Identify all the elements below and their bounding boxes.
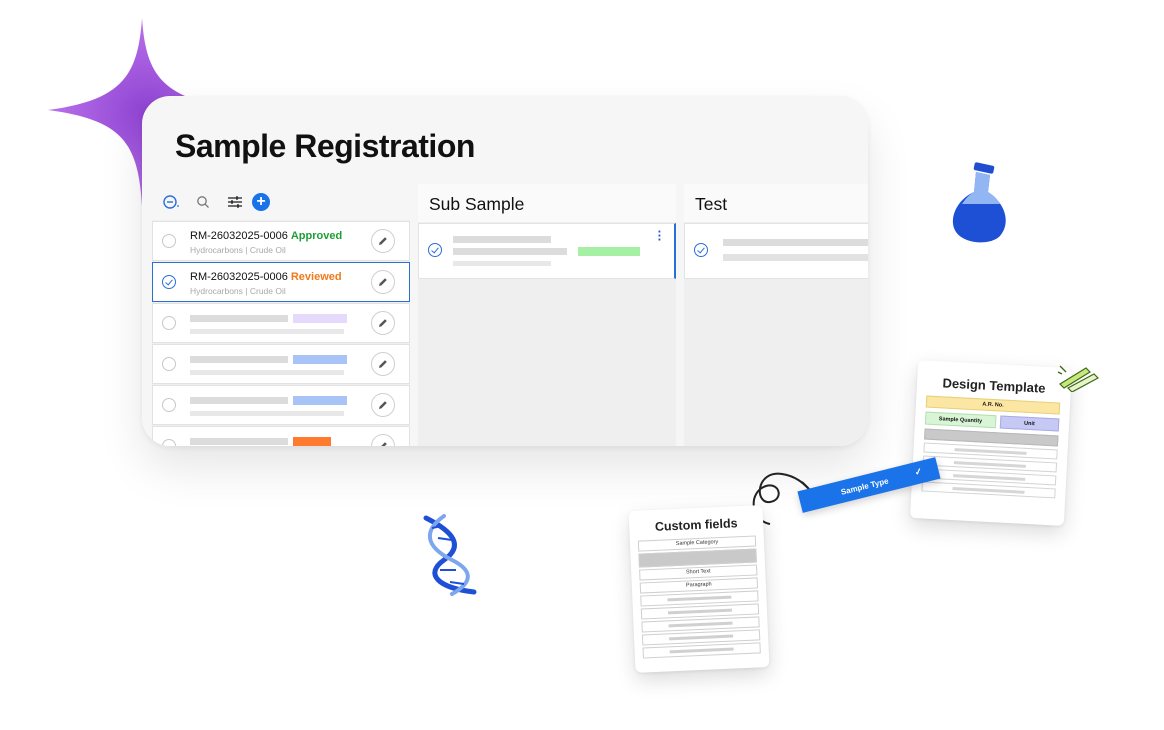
placeholder-line: [453, 261, 551, 266]
row-radio[interactable]: [162, 234, 176, 248]
sample-quantity-field: Sample Quantity: [924, 411, 997, 429]
sub-sample-column: Sub Sample ···: [418, 184, 676, 446]
edit-button[interactable]: [371, 229, 395, 253]
sub-sample-header: Sub Sample: [418, 184, 676, 222]
placeholder-tag: [293, 396, 347, 405]
dna-icon: [423, 514, 477, 596]
pencil-icon: [379, 401, 387, 409]
status-badge: Reviewed: [290, 271, 342, 283]
custom-fields-title: Custom fields: [654, 516, 738, 534]
edit-button[interactable]: [371, 311, 395, 335]
placeholder-line: [723, 254, 868, 261]
row-id: RM-26032025-0006: [190, 271, 288, 283]
check-icon: ✓: [913, 465, 924, 478]
placeholder-line: [453, 236, 551, 243]
custom-fields-card: Custom fields Sample Category Short Text…: [628, 505, 770, 673]
more-options-icon[interactable]: ···: [657, 224, 662, 247]
row-radio[interactable]: [162, 357, 176, 371]
placeholder-line: [190, 397, 288, 404]
design-template-title: Design Template: [942, 375, 1046, 396]
placeholder-line: [190, 438, 288, 445]
placeholder-tag: [293, 314, 347, 323]
collapse-icon[interactable]: [162, 193, 180, 211]
field-placeholder: [642, 642, 761, 659]
placeholder-line: [190, 315, 288, 322]
list-item[interactable]: [152, 303, 410, 343]
placeholder-line: [723, 239, 868, 246]
search-icon[interactable]: [194, 193, 212, 211]
test-column: Test: [684, 184, 868, 446]
pencil-icon: [379, 237, 387, 245]
design-template-card: Design Template A.R. No. Sample Quantity…: [909, 360, 1073, 526]
list-item[interactable]: [152, 426, 410, 446]
edit-button[interactable]: [371, 393, 395, 417]
placeholder-line: [190, 411, 344, 416]
unit-field: Unit: [999, 415, 1060, 432]
edit-button[interactable]: [371, 352, 395, 376]
test-header: Test: [684, 184, 868, 222]
row-radio[interactable]: [162, 398, 176, 412]
placeholder-line: [190, 329, 344, 334]
list-toolbar: +: [152, 184, 410, 220]
edit-button[interactable]: [371, 270, 395, 294]
pencil-icon: [379, 278, 387, 286]
add-icon[interactable]: +: [252, 193, 270, 211]
list-item[interactable]: [152, 344, 410, 384]
row-subtitle: Hydrocarbons | Crude Oil: [190, 245, 286, 255]
row-radio[interactable]: [694, 243, 708, 257]
filter-icon[interactable]: [226, 193, 244, 211]
placeholder-line: [190, 356, 288, 363]
edit-button[interactable]: [371, 434, 395, 446]
test-item[interactable]: [684, 223, 868, 279]
flask-icon: [952, 162, 1006, 243]
placeholder-tag: [578, 247, 640, 256]
pencil-icon: [379, 360, 387, 368]
placeholder-line: [190, 370, 344, 375]
placeholder-tag: [293, 437, 331, 446]
placeholder-line: [453, 248, 567, 255]
status-badge: Approved: [290, 230, 343, 242]
list-item[interactable]: [152, 385, 410, 425]
row-radio[interactable]: [162, 275, 176, 289]
row-radio[interactable]: [162, 316, 176, 330]
placeholder-tag: [293, 355, 347, 364]
page-title: Sample Registration: [175, 128, 475, 164]
sub-sample-item[interactable]: ···: [418, 223, 676, 279]
row-radio[interactable]: [162, 439, 176, 446]
row-radio[interactable]: [428, 243, 442, 257]
row-subtitle: Hydrocarbons | Crude Oil: [190, 286, 286, 296]
row-id: RM-26032025-0006: [190, 230, 288, 242]
pencil-icon: [379, 319, 387, 327]
pencils-icon: [1057, 365, 1099, 392]
pencil-icon: [381, 442, 387, 446]
